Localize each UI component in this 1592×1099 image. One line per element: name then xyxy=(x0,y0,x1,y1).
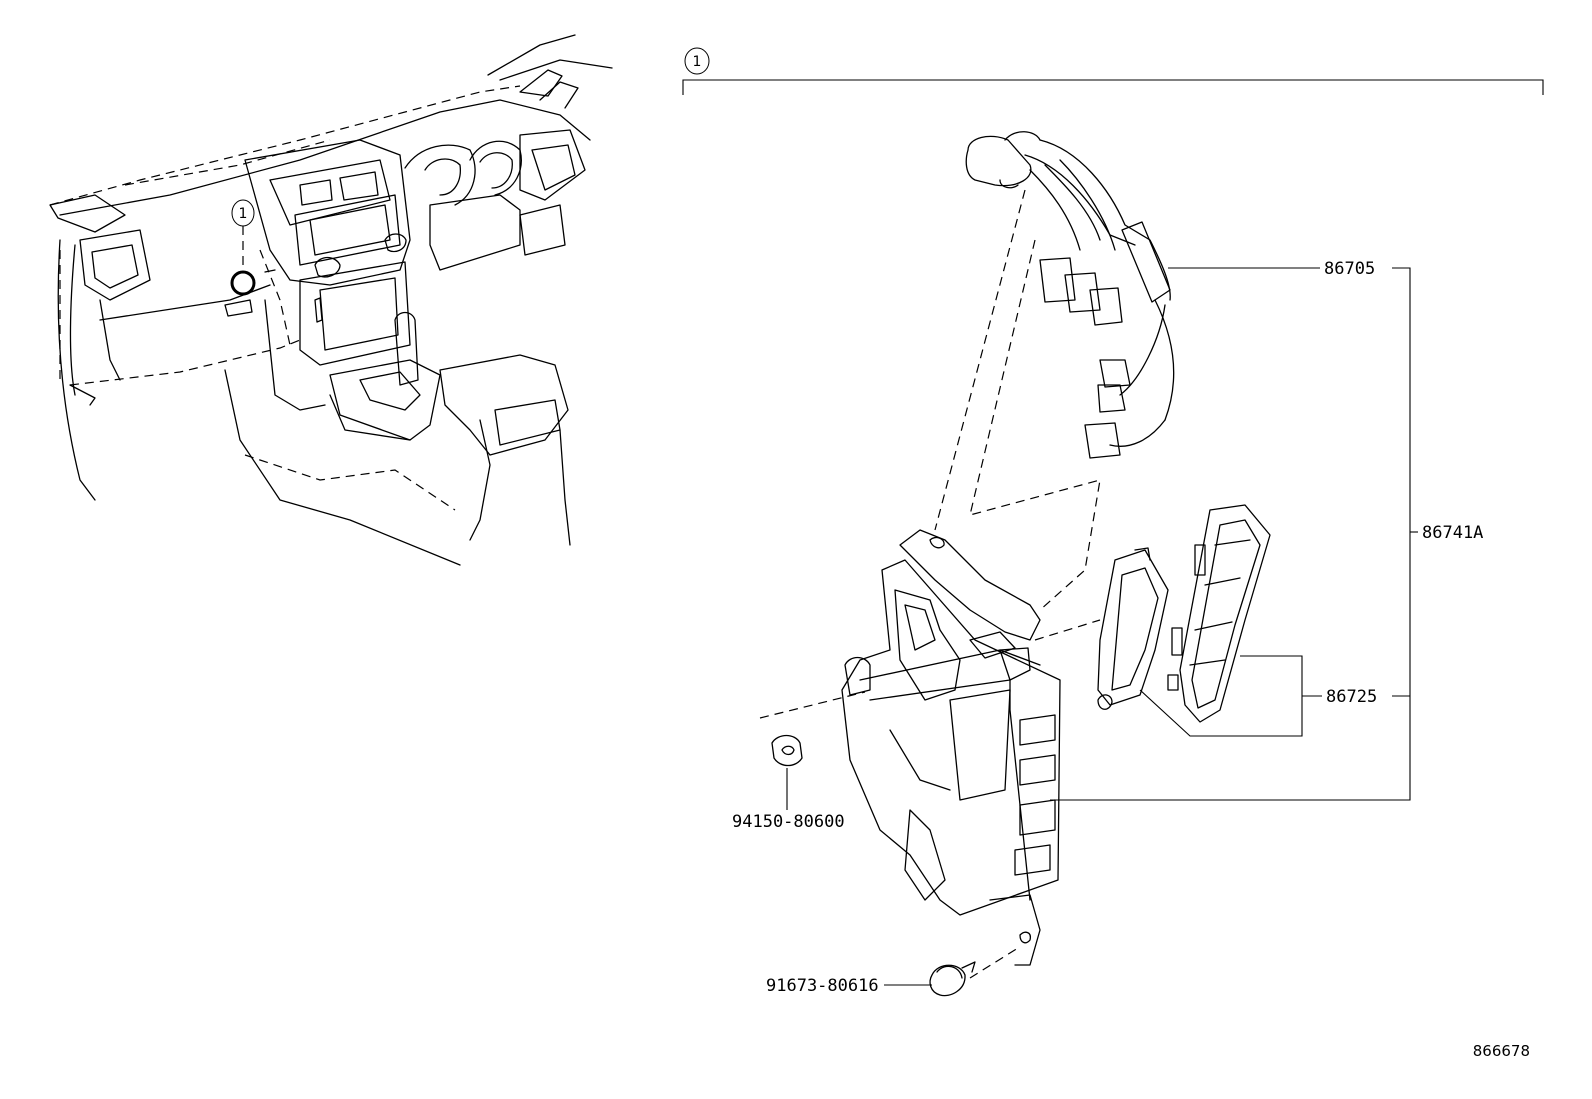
ecu-module xyxy=(759,529,1101,979)
part-number-86725: 86725 xyxy=(1326,687,1377,707)
part-number-91673-80616: 91673-80616 xyxy=(766,976,879,996)
nut-94150-80600 xyxy=(771,734,803,767)
part-number-94150-80600: 94150-80600 xyxy=(732,812,845,832)
part-number-86741A: 86741A xyxy=(1422,523,1483,543)
ecu-location-marker xyxy=(230,270,256,296)
leader-86725-bracket xyxy=(1139,655,1303,737)
figure-number: 866678 xyxy=(1473,1042,1530,1060)
leader-86705-bracket xyxy=(1050,267,1411,801)
screw-91673-80616 xyxy=(929,961,976,997)
assembly-bracket: 1 xyxy=(682,47,1544,95)
dashboard-overview xyxy=(49,34,613,566)
wire-harness-86705 xyxy=(934,131,1175,611)
part-number-86705: 86705 xyxy=(1324,259,1375,279)
connectors-86725 xyxy=(1097,504,1271,723)
callout-1-assembly-label: 1 xyxy=(693,54,702,70)
callout-1-overview-label: 1 xyxy=(239,206,248,222)
callout-1-overview: 1 xyxy=(230,199,256,296)
